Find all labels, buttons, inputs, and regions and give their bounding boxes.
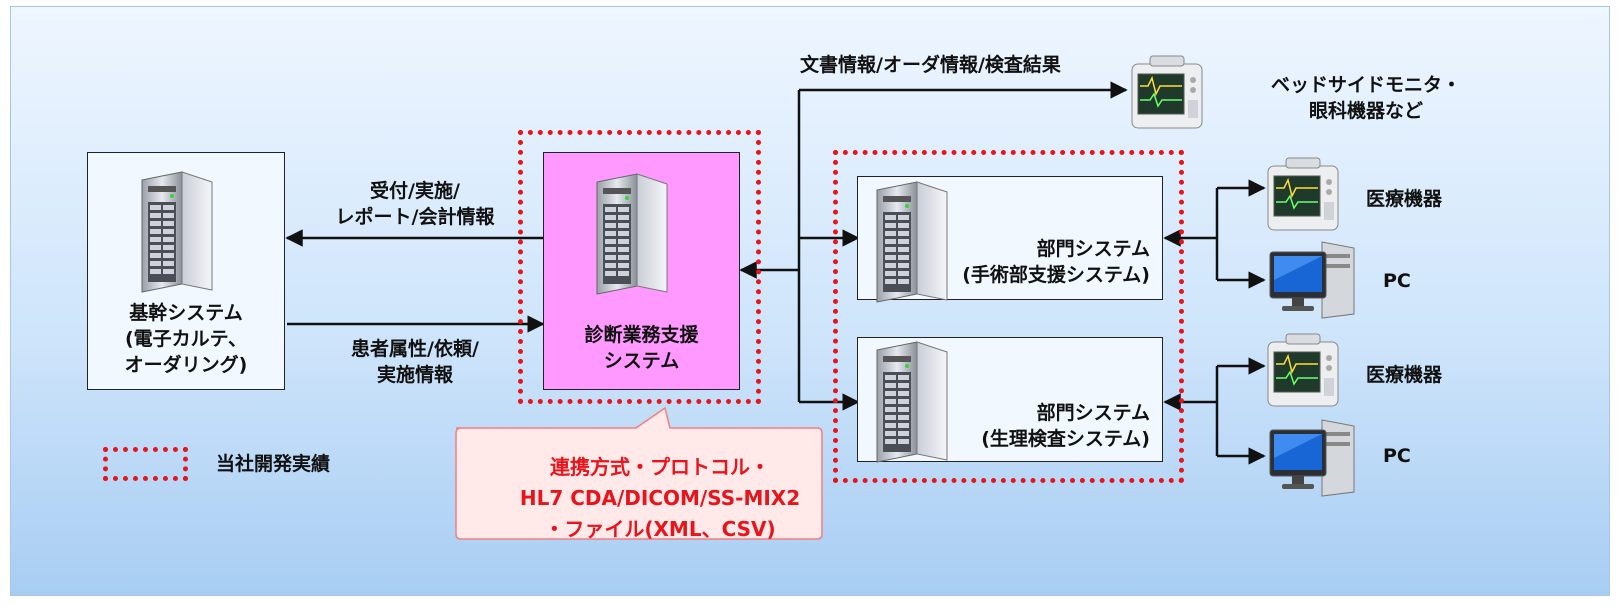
edge-to-bedside-label: 文書情報/オーダ情報/検査結果 (800, 54, 1061, 76)
dept-highlight-dashed (833, 150, 1184, 483)
edge-to-core-label: 受付/実施/ レポート/会計情報 (335, 180, 495, 228)
legend-label: 当社開発実績 (216, 453, 331, 475)
edge-from-core-label: 患者属性/依頼/ 実施情報 (351, 338, 479, 386)
pc1-label: PC (1383, 270, 1411, 292)
bedside-label: ベッドサイドモニタ・ 眼科機器など (1270, 74, 1461, 122)
callout-text: 連携方式・プロトコル・ HL7 CDA/DICOM/SS-MIX2 ・ファイル(… (519, 455, 801, 541)
dept-surgery-label: 部門システム (手術部支援システム) (962, 238, 1150, 286)
dept-physio-label: 部門システム (生理検査システム) (981, 402, 1150, 450)
core-system-label: 基幹システム (電子カルテ、 オーダリング) (124, 302, 248, 376)
callout-bubble (455, 406, 823, 540)
device2-label: 医療機器 (1366, 364, 1443, 386)
pc2-label: PC (1383, 445, 1411, 467)
device1-label: 医療機器 (1366, 188, 1443, 210)
diag-highlight-dashed (518, 130, 761, 404)
diagnostic-support-label: 診断業務支援 システム (584, 324, 699, 372)
legend-swatch (103, 447, 188, 481)
